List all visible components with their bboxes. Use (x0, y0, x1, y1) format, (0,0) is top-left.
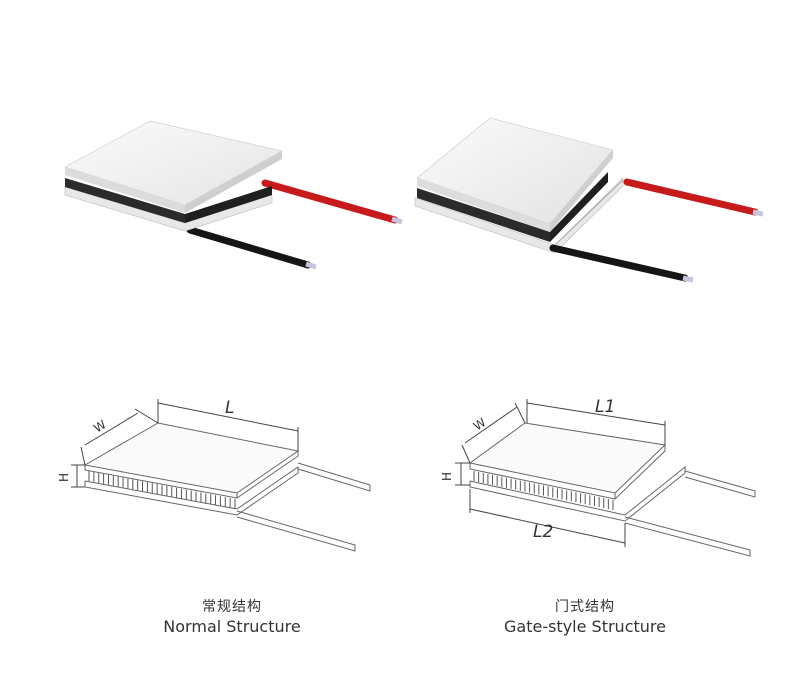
dimension-label-H: H (440, 472, 454, 481)
dimension-label-H: H (57, 473, 71, 482)
dimension-label-W: W (471, 415, 489, 433)
thermoelectric-pellets (417, 172, 608, 242)
photo-gate-structure (414, 117, 764, 283)
dimension-label-L1: L1 (595, 397, 615, 417)
drawing-normal-structure: L W H (57, 398, 371, 552)
red-wire (261, 179, 403, 225)
caption-gate-structure: 门式结构 Gate-style Structure (455, 598, 715, 638)
dimension-label-L2: L2 (533, 522, 553, 542)
drawing-gate-structure: L1 L2 W H (440, 397, 756, 557)
thermoelectric-pellets (65, 178, 272, 223)
caption-chinese: 门式结构 (555, 599, 615, 615)
dimension-label-L: L (225, 398, 234, 418)
photo-normal-structure (64, 120, 403, 270)
caption-english: Normal Structure (163, 617, 301, 636)
black-wire (549, 244, 694, 283)
top-ceramic-plate (416, 117, 614, 225)
pellet-row (473, 471, 614, 510)
pellet-row (88, 471, 236, 509)
caption-chinese: 常规结构 (202, 599, 262, 615)
red-wire (623, 178, 764, 217)
caption-normal-structure: 常规结构 Normal Structure (102, 598, 362, 638)
caption-english: Gate-style Structure (504, 617, 666, 636)
black-wire (186, 226, 317, 270)
